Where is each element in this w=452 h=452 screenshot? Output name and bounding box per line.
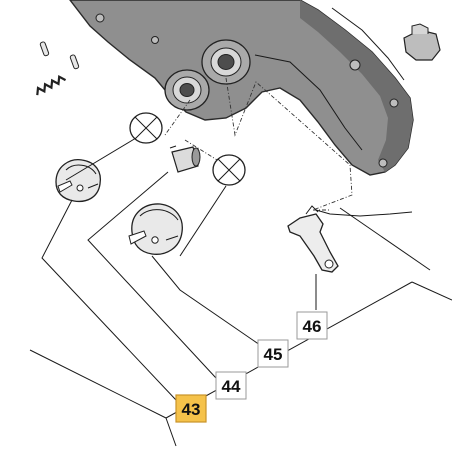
frame-line <box>411 281 452 301</box>
seal-upper <box>129 112 163 144</box>
lever-body <box>287 213 339 273</box>
pin <box>69 54 80 70</box>
callout-43[interactable]: 43 <box>175 394 207 423</box>
cap-left-ridge <box>65 164 97 175</box>
leader-lines <box>41 137 317 401</box>
cap-left-tab <box>57 180 73 193</box>
leader-43-b <box>65 137 137 181</box>
housing-rib <box>331 7 405 81</box>
housing-bolt-hole <box>389 98 399 108</box>
housing-boss-lower-hole <box>179 83 195 97</box>
spring <box>36 74 67 96</box>
cap-center-body <box>131 203 183 255</box>
side-component-cap <box>411 23 429 34</box>
seal-lower-cross <box>217 158 241 182</box>
callout-43-box <box>175 394 207 423</box>
cap-center-notch <box>165 235 179 241</box>
cap-left-pin <box>76 184 84 192</box>
housing-bolt-hole <box>95 13 105 23</box>
engine-housing <box>69 0 414 176</box>
housing-bolt-hole <box>378 158 388 168</box>
side-component-body <box>403 29 441 61</box>
bushing-end <box>191 147 201 167</box>
callout-46-label: 46 <box>303 317 322 336</box>
housing-bolt-hole <box>151 36 159 44</box>
pin <box>39 41 50 57</box>
callout-45-label: 45 <box>264 345 283 364</box>
housing-inner-edge <box>254 54 363 151</box>
assembly-line <box>164 99 191 136</box>
callout-44[interactable]: 44 <box>215 371 247 400</box>
housing-boss-upper-hole <box>217 54 235 70</box>
lever-leader-line <box>315 209 413 217</box>
frame-line <box>339 207 431 271</box>
seal-lower <box>212 154 246 186</box>
callout-44-box <box>215 371 247 400</box>
cap-center <box>128 203 183 255</box>
frame-line <box>165 417 177 447</box>
cap-left-body <box>55 159 102 203</box>
callout-46[interactable]: 46 <box>296 311 328 340</box>
assembly-line <box>225 77 353 211</box>
bushing-body <box>171 146 199 173</box>
cap-left <box>55 159 102 203</box>
housing-shade <box>300 0 413 172</box>
leader-45-a <box>151 255 261 346</box>
pins-and-spring <box>36 41 80 96</box>
side-component <box>403 23 441 61</box>
frame-lines <box>29 207 452 447</box>
cap-center-tab <box>128 230 147 245</box>
callout-45[interactable]: 45 <box>257 339 289 368</box>
leader-45-b <box>179 185 227 257</box>
callout-46-box <box>296 311 328 340</box>
cap-left-notch <box>87 183 99 189</box>
leader-43-a <box>41 199 177 401</box>
bushing <box>169 145 201 173</box>
bushing-tip <box>169 145 177 149</box>
seal-upper-cross <box>134 116 158 140</box>
lever-pin <box>324 259 334 269</box>
frame-line <box>165 281 413 419</box>
lever-part <box>287 205 413 273</box>
frame-line <box>29 349 167 419</box>
callout-45-box <box>257 339 289 368</box>
cap-center-ridge <box>139 209 179 221</box>
callout-44-label: 44 <box>222 377 241 396</box>
cap-center-pin <box>151 236 159 244</box>
leader-44 <box>87 171 217 379</box>
housing-bolt-hole <box>349 59 361 71</box>
callout-43-label: 43 <box>182 400 201 419</box>
